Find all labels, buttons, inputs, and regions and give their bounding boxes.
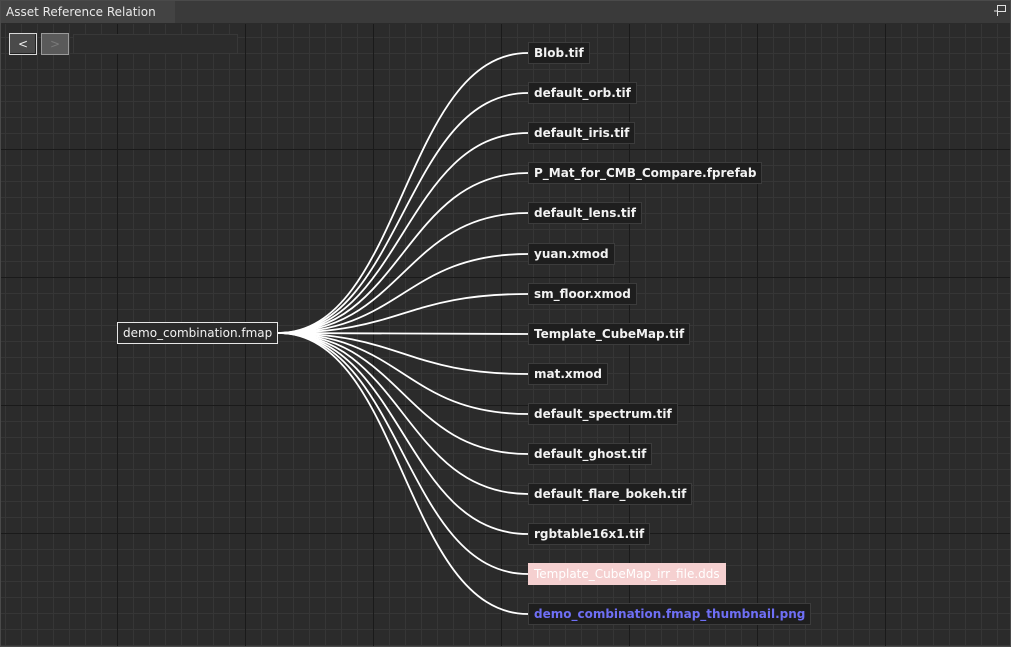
reference-edge [277,52,529,334]
reference-edge [277,332,529,455]
reference-edge [277,332,529,335]
root-asset-node[interactable]: demo_combination.fmap [117,322,279,344]
reference-node[interactable]: Template_CubeMap_irr_file.dds [528,563,726,585]
reference-edges [277,52,529,615]
reference-node[interactable]: default_orb.tif [528,82,637,104]
reference-edge [277,293,529,334]
reference-edge [277,332,529,415]
reference-edge [277,212,529,334]
reference-node[interactable]: sm_floor.xmod [528,283,637,305]
reference-edge [277,332,529,535]
reference-node[interactable]: default_ghost.tif [528,443,653,465]
path-input[interactable] [73,34,238,54]
title-bar: Asset Reference Relation [1,1,1010,23]
back-button[interactable]: < [9,33,37,55]
reference-node[interactable]: Blob.tif [528,42,590,64]
reference-edge [277,253,529,334]
reference-node[interactable]: rgbtable16x1.tif [528,523,651,545]
reference-node[interactable]: default_lens.tif [528,202,643,224]
restore-window-icon[interactable] [994,5,1006,17]
reference-node[interactable]: Template_CubeMap.tif [528,323,691,345]
reference-node[interactable]: default_spectrum.tif [528,403,678,425]
reference-node[interactable]: mat.xmod [528,363,608,385]
reference-edge [277,332,529,615]
window-title-tab[interactable]: Asset Reference Relation [1,1,175,23]
reference-edge [277,92,529,334]
reference-node[interactable]: P_Mat_for_CMB_Compare.fprefab [528,162,763,184]
reference-node[interactable]: default_flare_bokeh.tif [528,483,693,505]
reference-edge [277,132,529,334]
reference-node[interactable]: yuan.xmod [528,243,615,265]
reference-edge [277,332,529,575]
reference-edge [277,172,529,334]
reference-graph-canvas[interactable]: < > demo_combination.fmap Blob.tif defaul… [1,24,1010,646]
forward-button[interactable]: > [41,33,69,55]
reference-node[interactable]: default_iris.tif [528,122,636,144]
reference-node[interactable]: demo_combination.fmap_thumbnail.png [528,603,812,625]
reference-edge [277,332,529,495]
reference-edge [277,332,529,375]
